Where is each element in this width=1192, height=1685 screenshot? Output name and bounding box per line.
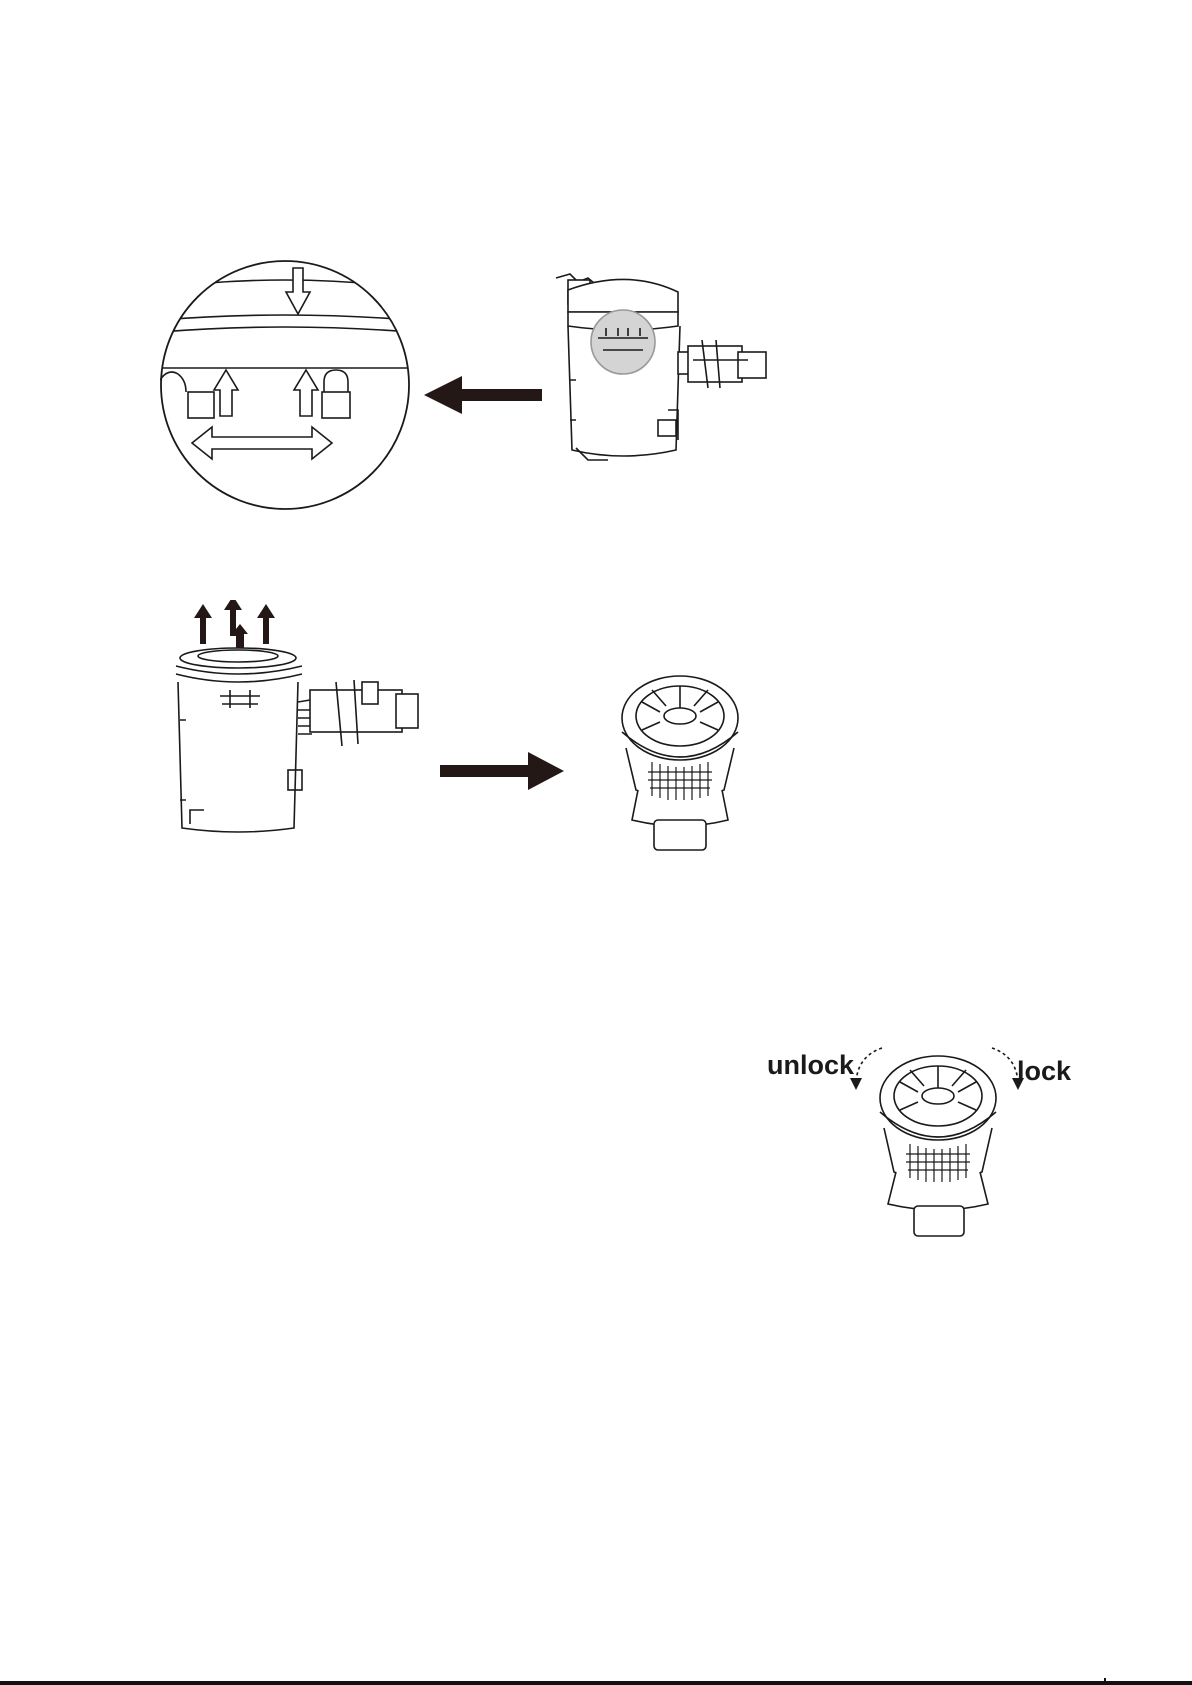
page-bottom-tick: [1104, 1678, 1106, 1685]
step2-dustbin-housing: [170, 600, 440, 840]
page-bottom-rule: [0, 1681, 1192, 1685]
step1-left-arrow: [424, 376, 542, 414]
step3-cyclone-filter: [870, 1052, 1005, 1242]
step2-right-arrow: [440, 752, 564, 790]
step1-dustbin-housing: [548, 270, 778, 475]
unlock-label: unlock: [767, 1052, 854, 1079]
lift-up-arrows-icon: [194, 600, 275, 650]
step1-magnified-detail: [160, 260, 410, 510]
step2-cyclone-filter: [612, 672, 747, 854]
